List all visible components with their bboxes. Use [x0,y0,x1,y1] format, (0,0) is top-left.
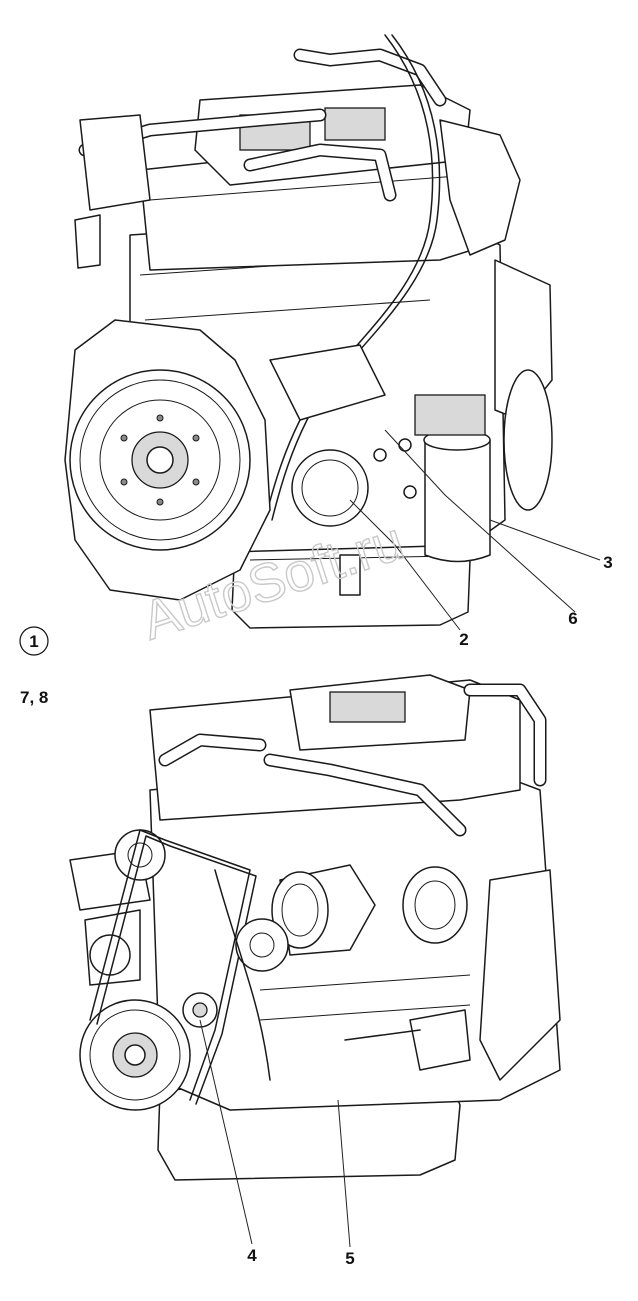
callout-6: 6 [568,609,577,628]
leader-lines [199,429,601,1248]
callout-5: 5 [345,1249,354,1268]
callout-4: 4 [247,1246,257,1265]
callout-3: 3 [603,553,612,572]
callout-2: 2 [459,630,468,649]
lower-engine [69,674,561,1181]
flywheel-bolts [120,414,200,506]
group-marker: 1 [19,626,49,656]
variant-label: 7, 8 [20,688,48,707]
group-marker-label: 1 [29,632,38,651]
upper-engine [64,34,553,629]
